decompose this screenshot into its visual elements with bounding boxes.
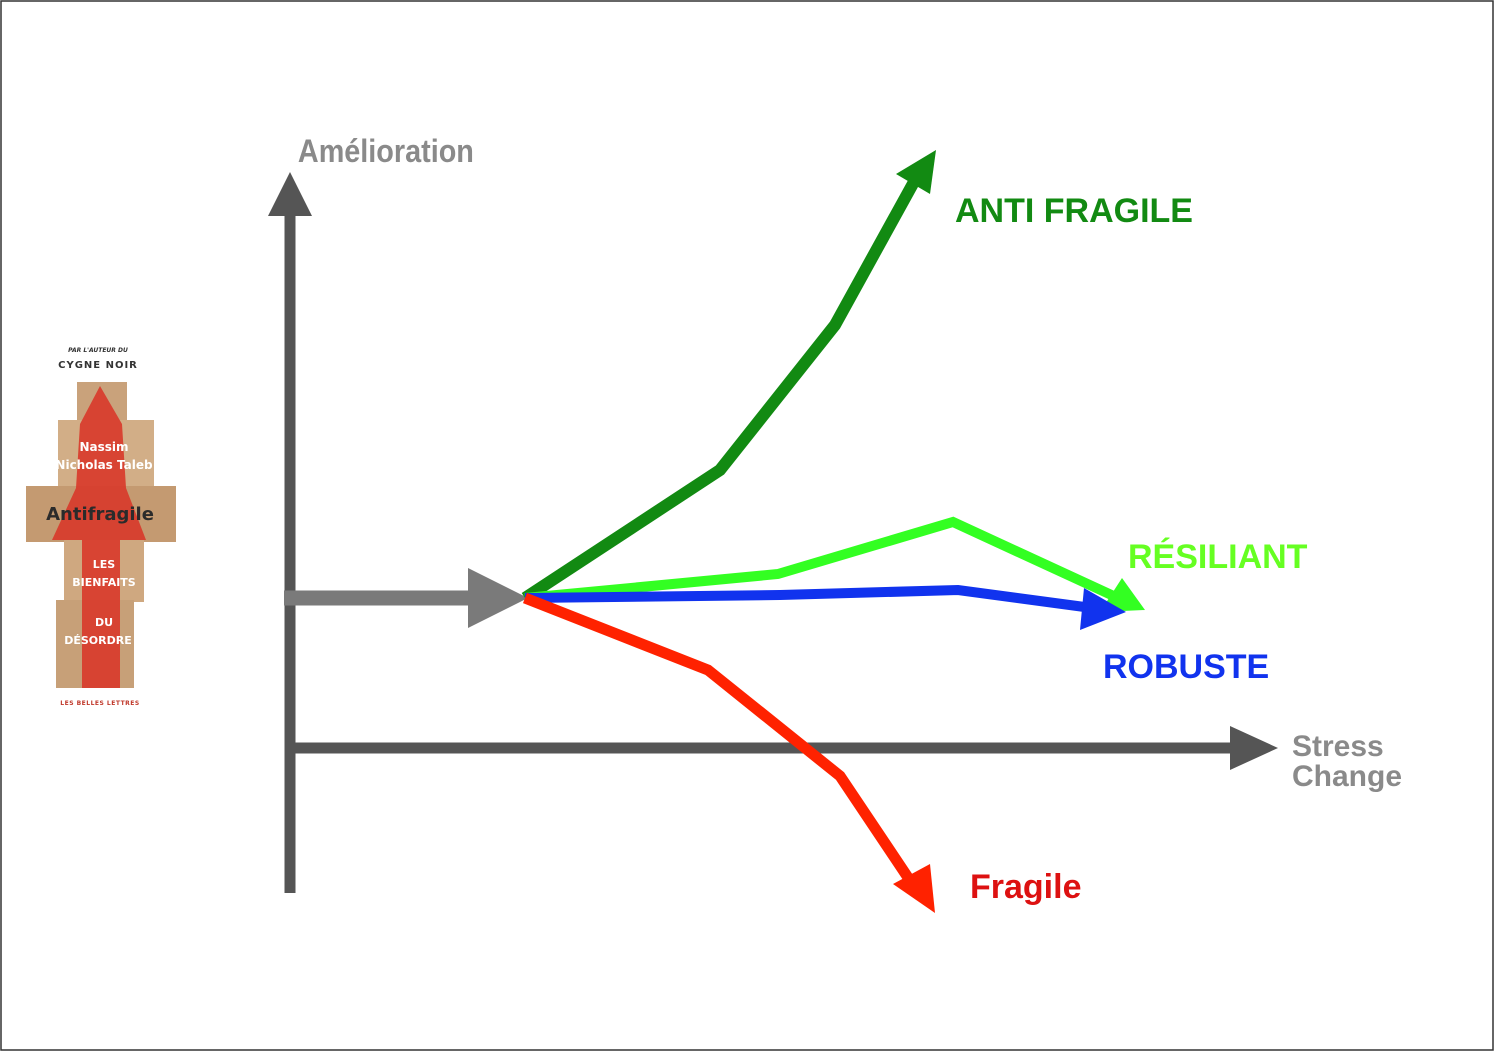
cover-author-1: Nassim bbox=[79, 440, 128, 454]
label-resiliant: RÉSILIANT bbox=[1128, 538, 1308, 576]
cover-sub-2: BIENFAITS bbox=[72, 576, 136, 589]
label-antifragile: ANTI FRAGILE bbox=[955, 192, 1193, 230]
cover-title: Antifragile bbox=[46, 504, 154, 525]
cover-author-2: Nicholas Taleb bbox=[55, 458, 153, 472]
y-axis-label: Amélioration bbox=[298, 134, 474, 170]
cover-sub-1: LES bbox=[93, 558, 116, 571]
cover-sub-4: DÉSORDRE bbox=[64, 634, 132, 647]
cover-sub-3: DU bbox=[95, 616, 113, 629]
label-robuste: ROBUSTE bbox=[1103, 648, 1269, 686]
label-fragile: Fragile bbox=[970, 868, 1081, 906]
cover-publisher: LES BELLES LETTRES bbox=[60, 700, 139, 707]
x-axis-label-2: Change bbox=[1292, 760, 1402, 793]
x-axis-label-1: Stress bbox=[1292, 730, 1384, 763]
cover-top-small: PAR L'AUTEUR DU bbox=[68, 347, 128, 354]
cover-top-title: CYGNE NOIR bbox=[58, 360, 138, 371]
